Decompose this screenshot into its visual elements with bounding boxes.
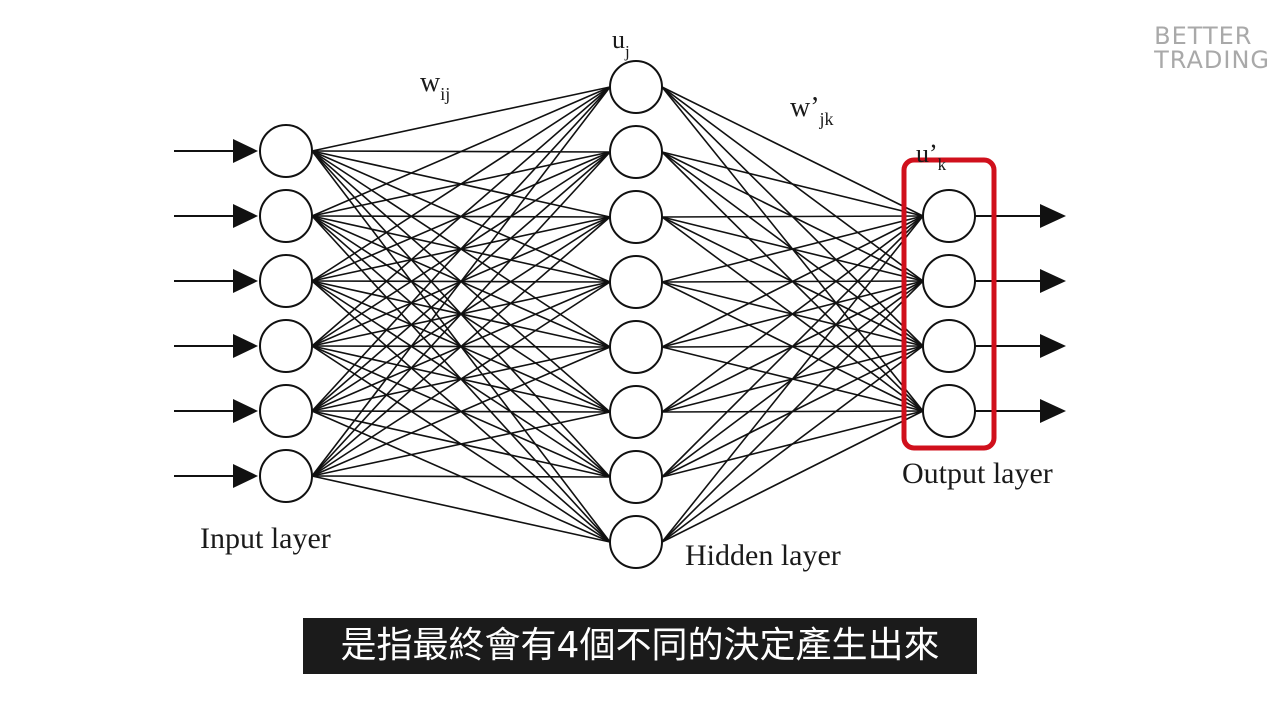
connection-hidden-8-output-4 bbox=[661, 410, 924, 543]
weight-label-wij: wij bbox=[420, 67, 450, 104]
connection-input-3-hidden-1 bbox=[311, 86, 611, 282]
input-arrow-head-6 bbox=[233, 464, 258, 488]
connection-hidden-4-output-1 bbox=[661, 215, 924, 283]
input-arrow-head-3 bbox=[233, 269, 258, 293]
hidden-node-4 bbox=[609, 255, 663, 309]
connection-hidden-3-output-1 bbox=[661, 215, 924, 218]
input-arrow-head-5 bbox=[233, 399, 258, 423]
input-layer-nodes bbox=[259, 124, 313, 503]
connection-input-6-hidden-4 bbox=[311, 281, 611, 477]
input-arrows bbox=[174, 139, 258, 488]
input-node-1 bbox=[259, 124, 313, 178]
hidden-node-label-uj: uj bbox=[612, 25, 630, 61]
connection-input-6-hidden-3 bbox=[311, 216, 611, 477]
hidden-layer-nodes bbox=[609, 60, 663, 569]
connection-input-6-hidden-8 bbox=[311, 475, 611, 543]
output-node-label-main: u’ bbox=[916, 139, 938, 168]
output-layer-label: Output layer bbox=[902, 457, 1053, 490]
connection-hidden-1-output-1 bbox=[661, 86, 924, 217]
connection-hidden-7-output-1 bbox=[661, 215, 924, 478]
hidden-node-1 bbox=[609, 60, 663, 114]
output-arrow-head-1 bbox=[1040, 204, 1066, 228]
output-node-label-uk: u’k bbox=[916, 139, 947, 174]
connection-input-1-hidden-1 bbox=[311, 86, 611, 152]
output-node-4 bbox=[922, 384, 976, 438]
output-node-3 bbox=[922, 319, 976, 373]
weight-label-wjk-sub: jk bbox=[819, 109, 834, 129]
output-layer-highlight-box bbox=[901, 157, 997, 451]
connection-input-6-hidden-2 bbox=[311, 151, 611, 477]
output-arrows bbox=[975, 204, 1066, 423]
input-node-6 bbox=[259, 449, 313, 503]
connection-hidden-8-output-2 bbox=[661, 280, 924, 543]
brand-logo-line1: BETTER bbox=[1154, 22, 1253, 50]
output-node-2 bbox=[922, 254, 976, 308]
connection-input-5-hidden-1 bbox=[311, 86, 611, 412]
weight-label-wij-sub: ij bbox=[440, 84, 450, 104]
connection-input-6-hidden-6 bbox=[311, 411, 611, 477]
weight-label-wjk: w’jk bbox=[790, 92, 834, 129]
output-node-label-sub: k bbox=[938, 155, 947, 174]
connection-hidden-8-output-3 bbox=[661, 345, 924, 543]
hidden-node-3 bbox=[609, 190, 663, 244]
hidden-node-8 bbox=[609, 515, 663, 569]
input-node-4 bbox=[259, 319, 313, 373]
input-node-2 bbox=[259, 189, 313, 243]
input-hidden-connections bbox=[311, 86, 611, 543]
weight-label-wjk-main: w’ bbox=[790, 92, 820, 123]
hidden-node-2 bbox=[609, 125, 663, 179]
hidden-layer-label: Hidden layer bbox=[685, 539, 841, 572]
brand-logo-line2: TRADING bbox=[1154, 46, 1270, 74]
input-arrow-head-2 bbox=[233, 204, 258, 228]
hidden-node-label-sub: j bbox=[624, 42, 630, 61]
hidden-node-5 bbox=[609, 320, 663, 374]
connection-hidden-2-output-1 bbox=[661, 151, 924, 217]
input-arrow-head-1 bbox=[233, 139, 258, 163]
input-layer-label: Input layer bbox=[200, 522, 331, 555]
output-arrow-head-2 bbox=[1040, 269, 1066, 293]
input-node-5 bbox=[259, 384, 313, 438]
hidden-node-6 bbox=[609, 385, 663, 439]
connection-input-6-hidden-1 bbox=[311, 86, 611, 477]
hidden-node-label-main: u bbox=[612, 25, 625, 54]
output-arrow-head-4 bbox=[1040, 399, 1066, 423]
input-arrow-head-4 bbox=[233, 334, 258, 358]
hidden-output-connections bbox=[661, 86, 924, 543]
connection-hidden-6-output-1 bbox=[661, 215, 924, 413]
weight-label-wij-main: w bbox=[420, 67, 441, 98]
connection-input-2-hidden-1 bbox=[311, 86, 611, 217]
connection-input-6-hidden-5 bbox=[311, 346, 611, 477]
input-node-3 bbox=[259, 254, 313, 308]
brand-logo: BETTER TRADING bbox=[1154, 24, 1270, 72]
connection-input-4-hidden-1 bbox=[311, 86, 611, 347]
connection-input-6-hidden-7 bbox=[311, 475, 611, 478]
output-layer-nodes bbox=[922, 189, 976, 438]
output-node-1 bbox=[922, 189, 976, 243]
connection-hidden-5-output-1 bbox=[661, 215, 924, 348]
connection-hidden-8-output-1 bbox=[661, 215, 924, 543]
output-arrow-head-3 bbox=[1040, 334, 1066, 358]
subtitle-caption: 是指最終會有4個不同的決定產生出來 bbox=[303, 618, 977, 674]
hidden-node-7 bbox=[609, 450, 663, 504]
